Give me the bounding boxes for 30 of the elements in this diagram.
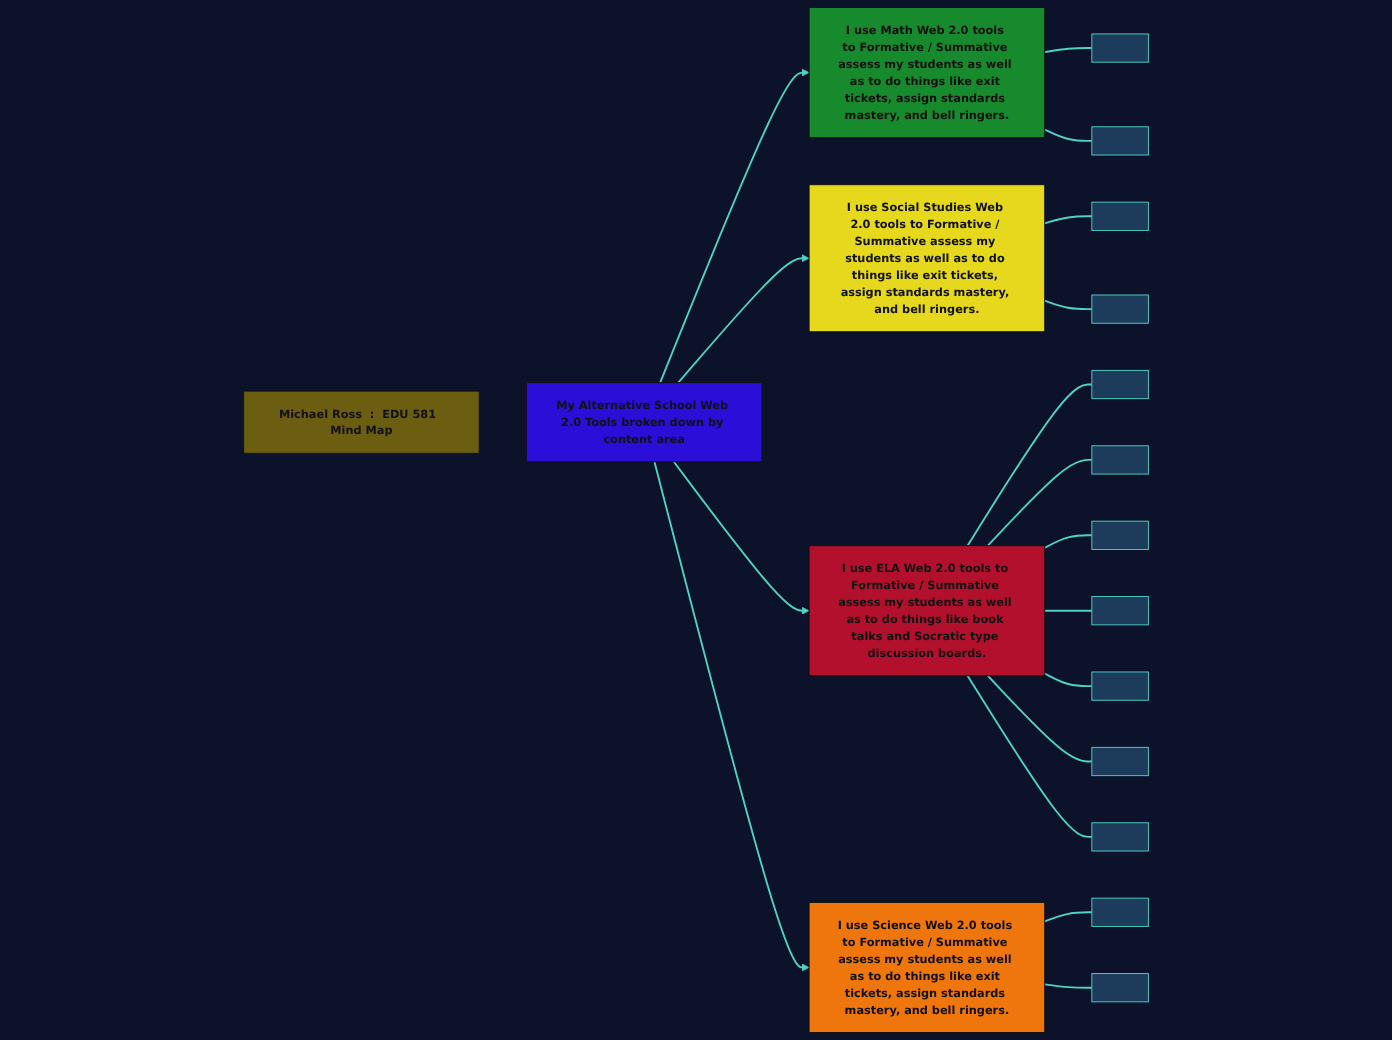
connector bbox=[1043, 609, 1093, 612]
node-box bbox=[1091, 596, 1149, 626]
connector bbox=[1043, 534, 1093, 549]
connector bbox=[1043, 128, 1093, 142]
connector bbox=[1043, 215, 1093, 225]
node-box bbox=[1091, 369, 1149, 400]
connector bbox=[966, 674, 1093, 838]
node-box bbox=[1091, 126, 1149, 156]
node-box bbox=[1091, 897, 1149, 927]
connector bbox=[966, 383, 1093, 547]
node-box bbox=[1091, 520, 1149, 550]
node-box bbox=[1091, 671, 1149, 701]
connector bbox=[1043, 983, 1093, 989]
connector bbox=[986, 459, 1093, 547]
node-box bbox=[1091, 294, 1149, 324]
node-box bbox=[1091, 973, 1149, 1003]
connector bbox=[1043, 47, 1093, 54]
connector bbox=[986, 674, 1093, 763]
arrow bbox=[653, 460, 810, 972]
node-box bbox=[1091, 445, 1149, 475]
connector bbox=[1043, 672, 1093, 688]
node-box bbox=[1091, 822, 1149, 852]
node-box bbox=[1091, 33, 1149, 63]
arrow bbox=[659, 68, 810, 384]
node-box bbox=[1091, 746, 1149, 777]
arrow bbox=[672, 460, 810, 615]
connector bbox=[1043, 299, 1093, 311]
arrow bbox=[677, 254, 810, 384]
node-box bbox=[1091, 201, 1149, 231]
connector bbox=[1043, 911, 1093, 923]
